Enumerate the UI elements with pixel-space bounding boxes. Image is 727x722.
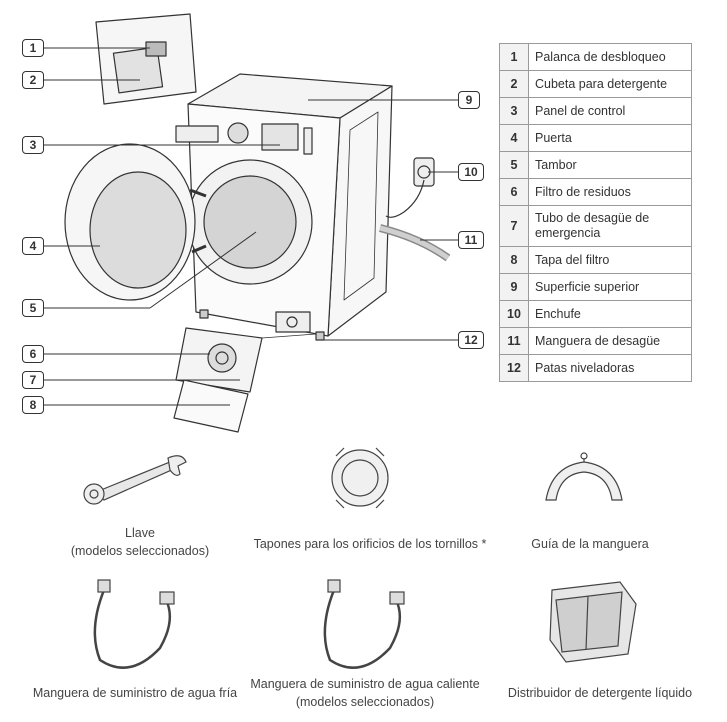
part-number: 8 bbox=[499, 246, 529, 274]
callout-6: 6 bbox=[22, 345, 44, 363]
program-dial bbox=[227, 122, 249, 144]
part-number: 2 bbox=[499, 70, 529, 98]
part-number: 10 bbox=[499, 300, 529, 328]
filter-access bbox=[275, 311, 311, 333]
hose-guide-label-line1: Guía de la manguera bbox=[531, 537, 649, 551]
part-name: Puerta bbox=[528, 124, 692, 152]
liquid-dispenser-illustration bbox=[549, 581, 637, 663]
part-number: 5 bbox=[499, 151, 529, 179]
bolt-caps-label-line1: Tapones para los orificios de los tornil… bbox=[253, 537, 487, 551]
part-name: Superficie superior bbox=[528, 273, 692, 301]
part-name: Patas niveladoras bbox=[528, 354, 692, 382]
callout-2: 2 bbox=[22, 71, 44, 89]
detergent-drawer-front bbox=[175, 125, 219, 143]
liquid-dispenser-label-line1: Distribuidor de detergente líquido bbox=[507, 686, 693, 700]
callout-1: 1 bbox=[22, 39, 44, 57]
cold-hose-label: Manguera de suministro de agua fría bbox=[20, 684, 250, 702]
hot-hose-label: Manguera de suministro de agua caliente … bbox=[240, 675, 490, 711]
hot-hose-label-line2: (modelos seleccionados) bbox=[295, 695, 435, 709]
leveling-leg bbox=[315, 331, 325, 341]
part-number: 9 bbox=[499, 273, 529, 301]
part-number: 6 bbox=[499, 178, 529, 206]
part-name: Cubeta para detergente bbox=[528, 70, 692, 98]
bolt-caps-label: Tapones para los orificios de los tornil… bbox=[230, 535, 510, 553]
hot-hose-illustration bbox=[323, 579, 405, 669]
wrench-illustration bbox=[83, 455, 187, 505]
wrench-label-line1: Llave bbox=[125, 526, 155, 540]
hose-guide-label: Guía de la manguera bbox=[500, 535, 680, 553]
cold-hose-label-line1: Manguera de suministro de agua fría bbox=[32, 686, 238, 700]
part-number: 3 bbox=[499, 97, 529, 125]
hose-guide-illustration bbox=[545, 452, 623, 501]
power-cord bbox=[385, 179, 425, 218]
callout-9: 9 bbox=[458, 91, 480, 109]
part-name: Filtro de residuos bbox=[528, 178, 692, 206]
part-number: 4 bbox=[499, 124, 529, 152]
wrench-label-line2: (modelos seleccionados) bbox=[70, 544, 210, 558]
callout-5: 5 bbox=[22, 299, 44, 317]
part-name: Enchufe bbox=[528, 300, 692, 328]
part-number: 7 bbox=[499, 205, 529, 247]
bolt-cap-illustration bbox=[331, 447, 389, 509]
part-number: 12 bbox=[499, 354, 529, 382]
part-name: Tubo de desagüe de emergencia bbox=[528, 205, 692, 247]
part-name: Manguera de desagüe bbox=[528, 327, 692, 355]
callout-7: 7 bbox=[22, 371, 44, 389]
wrench-label: Llave (modelos seleccionados) bbox=[40, 524, 240, 560]
callout-4: 4 bbox=[22, 237, 44, 255]
display-panel bbox=[261, 123, 299, 151]
part-number: 1 bbox=[499, 43, 529, 71]
part-name: Palanca de desbloqueo bbox=[528, 43, 692, 71]
drum bbox=[203, 175, 297, 269]
callout-11: 11 bbox=[458, 231, 484, 249]
callout-3: 3 bbox=[22, 136, 44, 154]
cold-hose-illustration bbox=[93, 579, 175, 669]
hot-hose-label-line1: Manguera de suministro de agua caliente bbox=[250, 677, 480, 691]
part-name: Tambor bbox=[528, 151, 692, 179]
callout-10: 10 bbox=[458, 163, 484, 181]
liquid-dispenser-label: Distribuidor de detergente líquido bbox=[490, 684, 710, 702]
callout-12: 12 bbox=[458, 331, 484, 349]
callout-8: 8 bbox=[22, 396, 44, 414]
part-name: Panel de control bbox=[528, 97, 692, 125]
part-number: 11 bbox=[499, 327, 529, 355]
part-name: Tapa del filtro bbox=[528, 246, 692, 274]
